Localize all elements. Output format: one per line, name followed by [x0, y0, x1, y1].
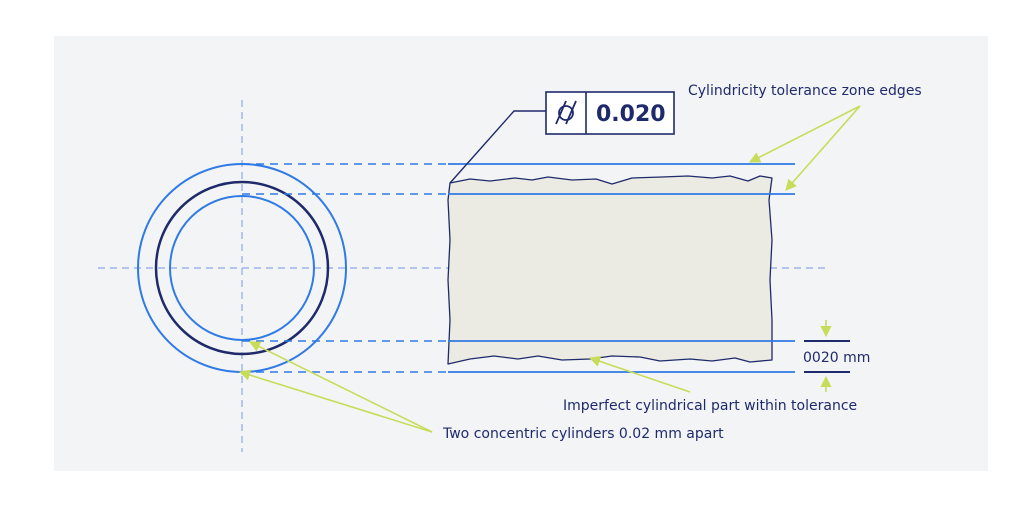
part-label: Imperfect cylindrical part within tolera…	[563, 398, 857, 414]
dimension-marks: 0020 mm	[803, 320, 870, 392]
cylindricity-symbol-icon	[555, 100, 577, 125]
part-outer-circle	[154, 180, 330, 356]
imperfect-part	[447, 175, 773, 365]
cylinders-label: Two concentric cylinders 0.02 mm apart	[442, 426, 724, 442]
callout-arrows	[238, 105, 861, 433]
tolerance-zone-lines	[448, 163, 795, 373]
frame-leader	[449, 110, 546, 184]
inner-tolerance-circle	[169, 195, 315, 341]
dimension-label: 0020 mm	[803, 350, 870, 366]
zone-edges-label: Cylindricity tolerance zone edges	[688, 83, 922, 99]
tolerance-value: 0.020	[596, 102, 666, 127]
projection-lines	[242, 163, 448, 373]
feature-control-frame: 0.020	[545, 91, 675, 135]
